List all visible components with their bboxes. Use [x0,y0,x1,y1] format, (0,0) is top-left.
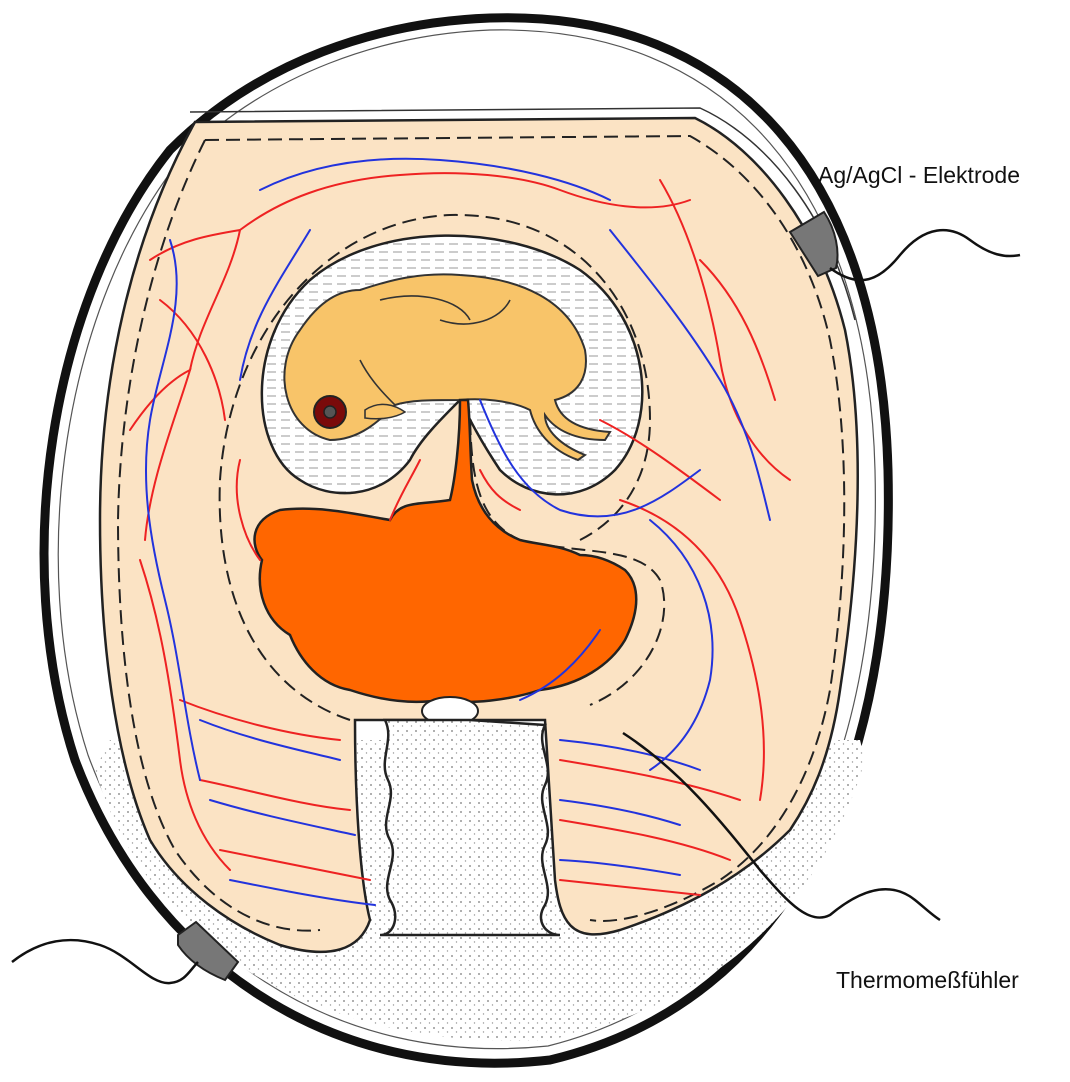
thermometer-label: Thermomeßfühler [836,967,1019,994]
embryo-pupil [324,406,336,418]
electrode-wire-bottom [12,940,198,983]
albumen-funnel [380,720,560,935]
electrode-label: Ag/AgCl - Elektrode [818,162,1020,189]
